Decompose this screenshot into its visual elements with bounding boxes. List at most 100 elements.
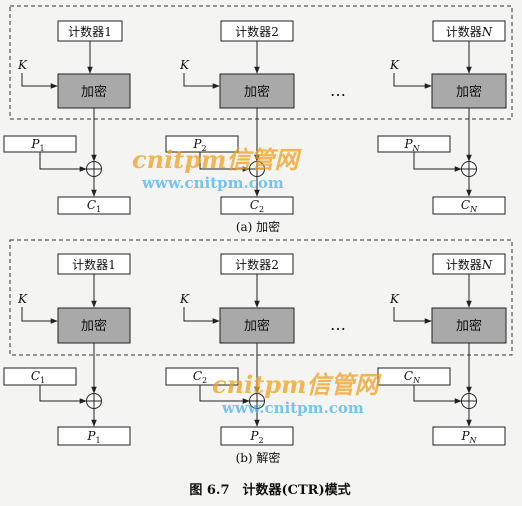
dec-encrypt-2-label: 加密 — [244, 318, 270, 334]
dec-input-1-arrow — [39, 385, 87, 404]
watermark-bottom-brand: cnitpm信管网 — [212, 370, 382, 399]
dec-key-2-label: K — [179, 292, 190, 306]
figure-caption: 图 6.7 计数器(CTR)模式 — [189, 482, 350, 498]
dec-key-1-arrow — [21, 307, 58, 324]
dec-output-1: P1 — [57, 426, 131, 446]
dec-key-n-arrow — [393, 307, 432, 324]
dec-key-2-arrow — [183, 307, 220, 324]
enc-counter-n-label: 计数器N — [446, 24, 493, 39]
dec-input-2-box — [165, 367, 239, 386]
dec-key-1-label: K — [17, 292, 28, 306]
dec-encrypt-2-box — [219, 307, 295, 344]
dec-encrypt-n-label: 加密 — [456, 318, 482, 334]
enc-encrypt-n: 加密 — [431, 73, 507, 109]
dec-output-2-box — [220, 426, 294, 446]
dec-counter-1-label: 计数器1 — [72, 257, 116, 272]
enc-output-n-box — [432, 196, 506, 215]
dec-encrypt-1-box — [57, 307, 131, 344]
dec-input-1-label: C1 — [31, 369, 45, 385]
enc-encrypt-2-label: 加密 — [244, 84, 270, 100]
dec-encrypt-n: 加密 — [431, 307, 507, 344]
enc-output-2: C2 — [220, 196, 294, 215]
enc-xor-n-icon — [461, 161, 477, 177]
dec-caption: (b) 解密 — [236, 450, 281, 465]
dec-encrypt-2: 加密 — [219, 307, 295, 344]
dec-input-n-arrow — [413, 385, 462, 404]
enc-xor-1-icon — [86, 161, 102, 177]
enc-key-1-label: K — [17, 58, 28, 72]
dec-input-2-label: C2 — [193, 369, 207, 385]
dec-counter-n: 计数器N — [432, 253, 506, 275]
dec-input-1: C1 — [3, 367, 77, 386]
enc-caption: (a) 加密 — [236, 219, 280, 234]
enc-encrypt-2: 加密 — [219, 73, 295, 109]
dec-output-n-box — [432, 426, 506, 446]
enc-counter-1: 计数器1 — [57, 20, 123, 42]
enc-input-n: PN — [377, 135, 451, 153]
decryption-section: 计数器1 计数器2 计数器N K K K 加密 加密 加密 — [3, 239, 513, 465]
enc-output-2-label: C2 — [250, 198, 264, 214]
enc-ellipsis: … — [330, 81, 346, 100]
enc-input-1-label: P1 — [30, 137, 44, 153]
enc-encrypt-2-box — [219, 73, 295, 109]
enc-input-n-arrow — [413, 152, 462, 172]
dec-output-n-label: PN — [460, 429, 477, 445]
enc-input-2-arrow — [199, 152, 250, 172]
dec-encrypt-1: 加密 — [57, 307, 131, 344]
dec-input-n: CN — [377, 367, 451, 386]
enc-encrypt-1-box — [57, 73, 131, 109]
enc-output-2-box — [220, 196, 294, 215]
enc-encrypt-1-label: 加密 — [81, 84, 107, 100]
enc-encrypt-n-label: 加密 — [456, 84, 482, 100]
enc-input-n-label: PN — [403, 137, 420, 153]
dec-xor-1-icon — [86, 393, 102, 409]
dec-output-1-box — [57, 426, 131, 446]
watermark-bottom: cnitpm信管网 www.cnitpm.com — [212, 370, 382, 417]
dec-output-1-label: P1 — [86, 429, 100, 445]
dec-encrypt-n-box — [431, 307, 507, 344]
dec-output-n: PN — [432, 426, 506, 446]
watermark-top-url: www.cnitpm.com — [141, 174, 284, 192]
dec-ellipsis: … — [330, 315, 346, 334]
enc-output-1-label: C1 — [87, 198, 101, 214]
dec-key-n-label: K — [389, 292, 400, 306]
enc-input-2-label: P2 — [192, 137, 206, 153]
enc-input-1: P1 — [3, 135, 77, 153]
enc-input-1-arrow — [39, 152, 87, 172]
enc-output-n: CN — [432, 196, 506, 215]
dec-input-2-arrow — [199, 385, 250, 404]
enc-key-n-label: K — [389, 58, 400, 72]
dec-encrypt-1-label: 加密 — [81, 318, 107, 334]
enc-input-2-box — [165, 135, 239, 153]
enc-input-2: P2 — [165, 135, 239, 153]
dec-input-n-label: CN — [404, 369, 421, 385]
enc-output-1: C1 — [57, 196, 131, 215]
enc-counter-2-label: 计数器2 — [235, 24, 279, 39]
enc-encrypt-1: 加密 — [57, 73, 131, 109]
dec-counter-1: 计数器1 — [57, 253, 131, 275]
enc-counter-1-label: 计数器1 — [68, 24, 112, 39]
enc-key-2-label: K — [179, 58, 190, 72]
dec-xor-2-icon — [249, 393, 265, 409]
dec-xor-n-icon — [461, 393, 477, 409]
enc-key-2-arrow — [183, 73, 220, 89]
enc-xor-2-icon — [249, 161, 265, 177]
dec-output-2: P2 — [220, 426, 294, 446]
enc-counter-n: 计数器N — [432, 20, 506, 42]
watermark-bottom-url: www.cnitpm.com — [221, 399, 364, 417]
dec-output-2-label: P2 — [249, 429, 263, 445]
enc-key-1-arrow — [21, 73, 58, 89]
enc-counter-2: 计数器2 — [220, 20, 294, 42]
enc-output-n-label: CN — [461, 198, 478, 214]
dec-counter-n-label: 计数器N — [446, 257, 493, 272]
encryption-section: 计数器1 计数器2 计数器N K K K 加密 加密 — [3, 5, 513, 234]
watermark-top-brand: cnitpm信管网 — [132, 145, 302, 174]
watermark-top: cnitpm信管网 www.cnitpm.com — [132, 145, 302, 192]
enc-output-1-box — [57, 196, 131, 215]
dec-counter-2: 计数器2 — [220, 253, 294, 275]
enc-key-n-arrow — [393, 73, 432, 89]
decryption-dashed-frame — [9, 239, 513, 356]
dec-input-2: C2 — [165, 367, 239, 386]
dec-counter-2-label: 计数器2 — [235, 257, 279, 272]
